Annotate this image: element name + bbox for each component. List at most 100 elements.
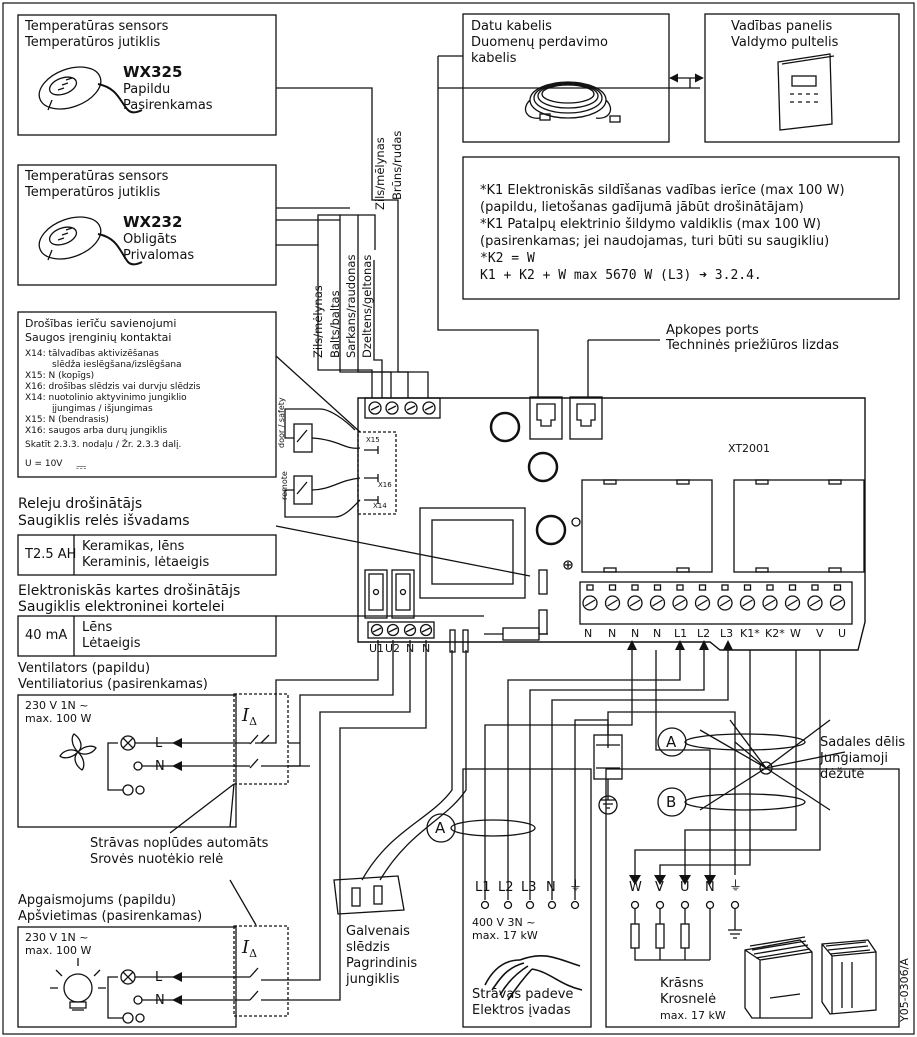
terminal-screw-slot (674, 599, 686, 607)
safety-x14-lv-1: X14: tālvadības aktivizēšanas (25, 349, 159, 359)
wx325-optional-lt: Pasirenkamas (123, 98, 213, 113)
terminal-right-label: N (608, 627, 617, 640)
terminal-screw-slot (697, 599, 708, 607)
safety-x15-lv: X15: N (kopīgs) (25, 371, 95, 381)
light-title-lv: Apgaismojums (papildu) (18, 893, 177, 908)
k1-line2: (papildu, lietošanas gadījumā jābūt droš… (480, 200, 804, 215)
wire-label-blue-top: Zils/mēlynas (373, 137, 387, 210)
control-panel-l2: Valdymo pultelis (731, 35, 839, 50)
fan-spec-power: max. 100 W (25, 712, 92, 725)
terminal-screw-slot (832, 599, 843, 607)
safety-x14-lv-2: slēdža ieslēgšana/izslēgšana (52, 360, 182, 370)
terminal-tab (721, 584, 729, 591)
wx232-required-lv: Obligāts (123, 232, 177, 247)
terminal-right-label: K2* (765, 627, 785, 640)
terminal-screw-slot (584, 599, 596, 607)
terminal-tab (586, 584, 594, 591)
terminal-right-label: L3 (720, 627, 734, 640)
cable-mark-a-upper: A (666, 733, 677, 751)
service-port-lt: Techninės priežiūros lizdas (666, 338, 839, 353)
board-name: XT2001 (728, 442, 771, 455)
terminal-tab (631, 584, 639, 591)
terminal-right-label: U (838, 627, 847, 640)
heater-term-u: U (680, 880, 690, 895)
terminal-tab (766, 584, 774, 591)
terminal-screw (627, 595, 643, 611)
terminal-screw (694, 595, 711, 611)
junction-label-lt1: Jungiamoji (820, 751, 888, 766)
supply-label-lt: Elektros įvadas (472, 1003, 571, 1018)
terminal-right-label: V (816, 627, 824, 640)
heater-term-n: N (705, 880, 715, 895)
wire-label-blue: Zils/mėlynas (311, 285, 325, 358)
safety-title-lt: Saugos įrenginių kontaktai (25, 331, 172, 344)
terminal-tab (608, 584, 617, 591)
k1-line4: (pasirenkamas; jei naudojamas, turi būti… (480, 234, 830, 249)
terminal-screw-slot (629, 599, 641, 607)
safety-reference: Skatīt 2.3.3. nodaļu / Žr. 2.3.3 dalį. (25, 440, 182, 450)
main-switch-l3: Pagrindinis (346, 956, 418, 971)
terminal-tab (698, 584, 707, 591)
bulb-drawing (50, 958, 106, 1011)
card-fuse-title-lt: Saugiklis elektroninei kortelei (18, 599, 225, 615)
terminal-tab (676, 584, 684, 591)
right-terminal-screws (582, 584, 846, 611)
rcd-label-lt: Srovės nuotėkio relė (90, 852, 224, 867)
safety-x16-lt: X16: saugos arba durų jungiklis (25, 426, 168, 436)
fan-title-lv: Ventilators (papildu) (18, 661, 151, 676)
wire-label-red: Sarkans/raudonas (344, 254, 358, 358)
service-port-lv: Apkopes ports (666, 323, 759, 338)
light-title-lt: Apšvietimas (pasirenkamas) (18, 909, 203, 924)
terminal-screw-slot (764, 599, 776, 607)
terminal-screw (672, 595, 688, 611)
heater-label-lt: Krosnelė (660, 992, 717, 1007)
terminal-tab (743, 584, 752, 591)
supply-term-earth: ⏚ (569, 879, 583, 894)
wx232-model: WX232 (123, 213, 183, 231)
relay-fuse-type-lt: Keraminis, lėtaeigis (82, 555, 210, 570)
sensor-wx325-drawing (38, 66, 143, 114)
terminal-screw (762, 595, 778, 611)
rj-ports (529, 396, 603, 440)
remote-label: remote (280, 471, 289, 500)
heater-label-lv: Krāsns (660, 976, 704, 991)
supply-label-lv: Strāvas padeve (472, 987, 574, 1002)
wx325-model: WX325 (123, 63, 183, 81)
k1-line6: K1 + K2 + W max 5670 W (L3) ➜ 3.2.4. (480, 268, 762, 283)
terminal-tab (833, 584, 842, 591)
main-switch-l4: jungiklis (346, 972, 400, 987)
wx325-optional-lv: Papildu (123, 82, 171, 97)
terminal-screw (739, 595, 756, 611)
terminal-screw-slot (809, 599, 821, 607)
terminal-right-label: W (790, 627, 801, 640)
card-fuse-rating: 40 mA (25, 628, 68, 643)
terminal-screw (784, 595, 801, 611)
terminal-right-label: L1 (674, 627, 688, 640)
heater-term-v: V (655, 880, 664, 895)
door-safety-label: door / safety (277, 397, 286, 448)
wx325-title-lv: Temperatūras sensors (25, 19, 169, 34)
heater-term-earth: ⏚ (729, 879, 743, 894)
terminal-screw-slot (652, 599, 663, 607)
control-panel-drawing (777, 53, 835, 131)
data-cable-l1: Datu kabelis (471, 19, 552, 34)
safety-x14-lt-1: X14: nuotolinio aktyvinimo jungiklio (25, 393, 187, 403)
junction-label-lt2: dėžutė (820, 767, 865, 782)
terminal-screw (717, 595, 733, 611)
wire-label-brown: Brūns/rudas (390, 130, 404, 200)
terminal-n-1: N (406, 642, 415, 655)
light-spec-power: max. 100 W (25, 944, 92, 957)
terminal-screw (829, 595, 846, 611)
terminal-screw-slot (787, 599, 798, 607)
supply-spec-voltage: 400 V 3N ~ (472, 916, 536, 929)
fan-rcd-symbol: IΔ (242, 705, 258, 728)
fan-l-label: L (155, 736, 163, 751)
card-fuse-type-lv: Lēns (82, 620, 113, 635)
terminal-screw (649, 595, 666, 611)
supply-term-l2: L2 (498, 880, 514, 895)
light-n-label: N (155, 993, 165, 1008)
heater-power: max. 17 kW (660, 1009, 726, 1022)
wx325-title-lt: Temperatūros jutiklis (25, 35, 161, 50)
terminal-n-2: N (422, 642, 431, 655)
